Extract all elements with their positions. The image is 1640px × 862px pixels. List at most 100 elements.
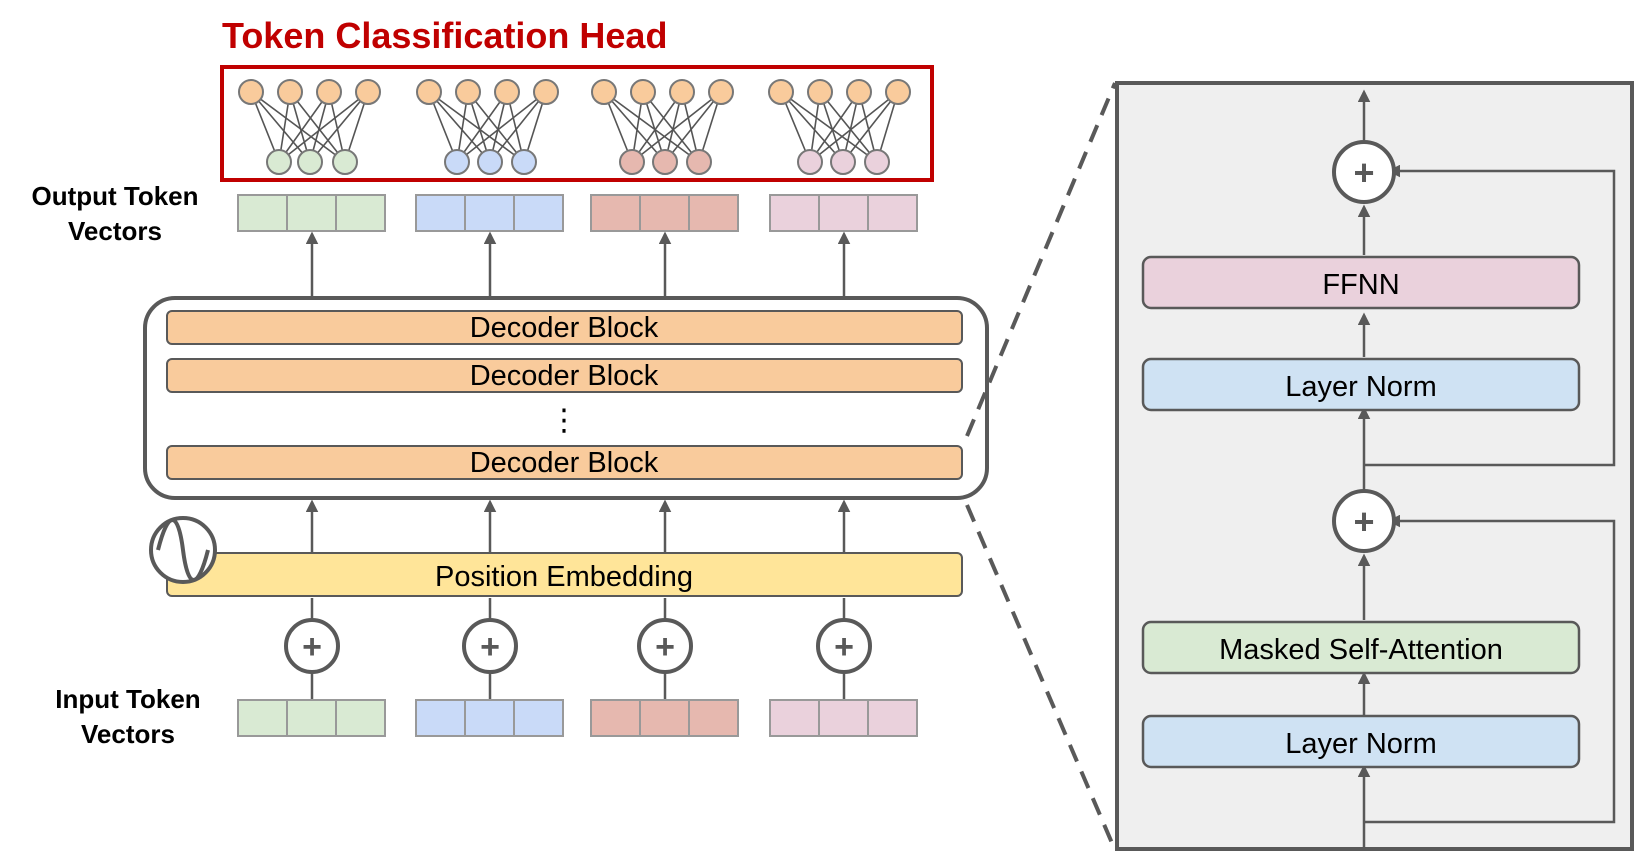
classifier-4-edge: [780, 91, 878, 163]
decoder-block-3: [166, 445, 963, 480]
decoder-block-1-label: Decoder Block: [470, 312, 659, 344]
classifier-2-edge: [428, 91, 491, 163]
input-add-sign-1: +: [302, 628, 322, 666]
classifier-1-edge: [289, 91, 346, 163]
input-vector-4-cell-3: [867, 699, 918, 737]
classifier-2-edge: [467, 91, 525, 163]
classifier-1-edge: [250, 91, 346, 163]
attention-box: [1141, 620, 1581, 675]
input-plus-nodes: + + + +: [284, 598, 872, 700]
classifier-1-input-node-1: [266, 149, 292, 175]
classifier-4-edge: [809, 91, 860, 163]
classifier-1-output-node-2: [277, 79, 303, 105]
layer-norm-bottom-box: [1141, 714, 1581, 769]
output-token-vectors: [237, 194, 918, 232]
classifier-1-edge: [278, 91, 330, 163]
classifier-3-input-node-1: [619, 149, 645, 175]
stack-ellipsis: ⋮: [549, 404, 579, 437]
output-vector-3-cell-2: [639, 194, 690, 232]
output-vector-4-cell-3: [867, 194, 918, 232]
layer-norm-top-box: [1141, 357, 1581, 412]
residual-path-top: [1364, 164, 1616, 467]
input-vector-1-cell-2: [286, 699, 337, 737]
classifier-3-output-node-2: [630, 79, 656, 105]
input-vector-4-cell-2: [818, 699, 869, 737]
classifier-4-output-node-3: [846, 79, 872, 105]
input-add-icon-3: [637, 618, 693, 674]
output-vector-1-cell-2: [286, 194, 337, 232]
output-arrows: [305, 231, 851, 297]
classifier-network-2: [416, 79, 559, 175]
output-vector-2-cell-1: [415, 194, 466, 232]
classifier-2-output-node-4: [533, 79, 559, 105]
input-vector-4-cell-1: [769, 699, 820, 737]
input-vector-3-cell-2: [639, 699, 690, 737]
classifier-2-input-node-3: [511, 149, 537, 175]
output-vector-2-cell-2: [464, 194, 515, 232]
input-add-sign-3: +: [655, 628, 675, 666]
input-vector-3-cell-3: [688, 699, 739, 737]
residual-add-bottom-icon: +: [1332, 489, 1396, 553]
output-vector-1-cell-3: [335, 194, 386, 232]
input-token-vectors: [237, 699, 918, 737]
classifier-network-4: [768, 79, 911, 175]
input-vector-2-cell-1: [415, 699, 466, 737]
ffnn-label: FFNN: [1322, 269, 1399, 301]
input-vector-1-cell-1: [237, 699, 288, 737]
classifier-4-output-node-1: [768, 79, 794, 105]
classifier-4-output-node-2: [807, 79, 833, 105]
residual-path-bottom: [1364, 514, 1616, 824]
input-label-line2: Vectors: [81, 719, 175, 749]
input-label-line1: Input Token: [55, 684, 200, 714]
output-vector-1-cell-1: [237, 194, 288, 232]
classifier-3-output-node-4: [708, 79, 734, 105]
classifier-3-output-node-3: [669, 79, 695, 105]
classifier-1-input-node-3: [332, 149, 358, 175]
classifier-2-output-node-3: [494, 79, 520, 105]
classifier-1-edge: [250, 91, 311, 163]
output-vector-4-cell-2: [818, 194, 869, 232]
classification-networks: [238, 79, 911, 175]
residual-add-top-icon: +: [1332, 140, 1396, 204]
position-embedding-label: Position Embedding: [435, 561, 693, 593]
input-add-sign-2: +: [480, 628, 500, 666]
attention-label: Masked Self-Attention: [1219, 634, 1503, 666]
classifier-2-edge: [428, 91, 525, 163]
input-add-icon-1: [284, 618, 340, 674]
decoder-block-2-label: Decoder Block: [470, 360, 659, 392]
classifier-4-edge: [780, 91, 844, 163]
zoom-line-top: [965, 82, 1117, 437]
output-label-line1: Output Token: [31, 181, 198, 211]
classifier-3-edge: [642, 91, 700, 163]
input-vector-2-cell-2: [464, 699, 515, 737]
input-vector-3-cell-1: [590, 699, 641, 737]
classifier-1-output-node-1: [238, 79, 264, 105]
input-vector-2-cell-3: [513, 699, 564, 737]
classifier-2-edge: [456, 91, 508, 163]
input-vector-1-cell-3: [335, 699, 386, 737]
classifier-3-edge: [664, 91, 722, 163]
output-vector-2-cell-3: [513, 194, 564, 232]
zoom-line-bottom: [965, 504, 1117, 851]
input-add-icon-4: [816, 618, 872, 674]
layer-norm-bottom-label: Layer Norm: [1285, 728, 1437, 760]
layer-norm-top-label: Layer Norm: [1285, 371, 1437, 403]
classifier-3-input-node-2: [652, 149, 678, 175]
input-add-sign-4: +: [834, 628, 854, 666]
classifier-3-edge: [631, 91, 722, 163]
classifier-2-output-node-1: [416, 79, 442, 105]
output-label-line2: Vectors: [68, 216, 162, 246]
residual-add-bottom-sign: +: [1353, 501, 1374, 542]
decoder-block-3-label: Decoder Block: [470, 447, 659, 479]
decoder-block-1: [166, 310, 963, 345]
classifier-3-edge: [603, 91, 700, 163]
classifier-4-output-node-4: [885, 79, 911, 105]
input-add-icon-2: [462, 618, 518, 674]
classifier-2-output-node-2: [455, 79, 481, 105]
classifier-4-edge: [819, 91, 878, 163]
classifier-1-edge: [278, 91, 369, 163]
classifier-3-edge: [631, 91, 683, 163]
classifier-3-edge: [603, 91, 666, 163]
classifier-2-edge: [456, 91, 547, 163]
